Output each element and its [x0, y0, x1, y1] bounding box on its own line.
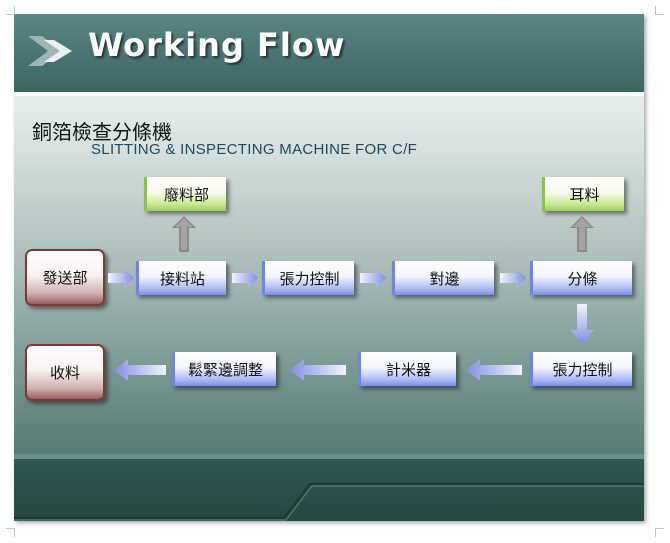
arrow-left-1-icon: [114, 359, 166, 381]
node-slit: 分條: [530, 261, 632, 295]
node-ear-scrap: 耳料: [542, 177, 624, 211]
page-title: Working Flow: [88, 26, 346, 64]
node-tension-1: 張力控制: [262, 261, 354, 295]
node-feed: 發送部: [25, 249, 105, 306]
arrow-up-to-ear-scrap-icon: [570, 216, 594, 252]
chevron-logo-icon: [28, 36, 72, 66]
arrow-down-icon: [570, 304, 594, 344]
node-meter-label: 計米器: [385, 360, 431, 379]
node-loose-edge: 鬆緊邊調整: [172, 352, 276, 386]
footer-band: [14, 459, 644, 521]
node-slit-label: 分條: [567, 269, 598, 288]
node-loose-edge-label: 鬆緊邊調整: [187, 360, 263, 379]
header-bar: [14, 14, 644, 92]
corner-mark-br: [655, 528, 664, 537]
node-waste: 廢料部: [144, 177, 226, 211]
arrow-right-1-icon: [108, 268, 134, 288]
node-feed-label: 發送部: [42, 269, 88, 287]
node-splice-label: 接料站: [159, 269, 205, 288]
machine-title-en: SLITTING & INSPECTING MACHINE FOR C/F: [91, 141, 418, 158]
node-waste-label: 廢料部: [163, 185, 209, 204]
header-divider: [14, 92, 644, 96]
node-rewind-label: 收料: [49, 364, 80, 382]
arrow-right-4-icon: [500, 268, 526, 288]
node-meter: 計米器: [358, 352, 456, 386]
node-tension-2: 張力控制: [530, 352, 632, 386]
node-edge-align: 對邊: [392, 261, 494, 295]
footer-stripe: [14, 454, 644, 459]
corner-mark-tl: [6, 6, 15, 15]
slide-frame: Working Flow 銅箔檢查分條機 SLITTING & INSPECTI…: [14, 14, 644, 521]
arrow-left-2-icon: [290, 359, 346, 381]
machine-title-zh: 銅箔檢查分條機: [32, 120, 172, 144]
footer-line-decoration: [14, 483, 644, 521]
node-tension-1-label: 張力控制: [279, 269, 340, 288]
node-rewind: 收料: [25, 344, 105, 401]
arrow-left-3-icon: [466, 359, 522, 381]
corner-mark-tr: [655, 6, 664, 15]
corner-mark-bl: [6, 528, 15, 537]
arrow-right-2-icon: [232, 268, 258, 288]
node-ear-scrap-label: 耳料: [569, 185, 600, 204]
node-splice: 接料站: [136, 261, 226, 295]
arrow-up-to-waste-icon: [172, 216, 196, 252]
arrow-right-3-icon: [360, 268, 386, 288]
node-tension-2-label: 張力控制: [552, 360, 613, 379]
node-edge-align-label: 對邊: [429, 269, 460, 288]
